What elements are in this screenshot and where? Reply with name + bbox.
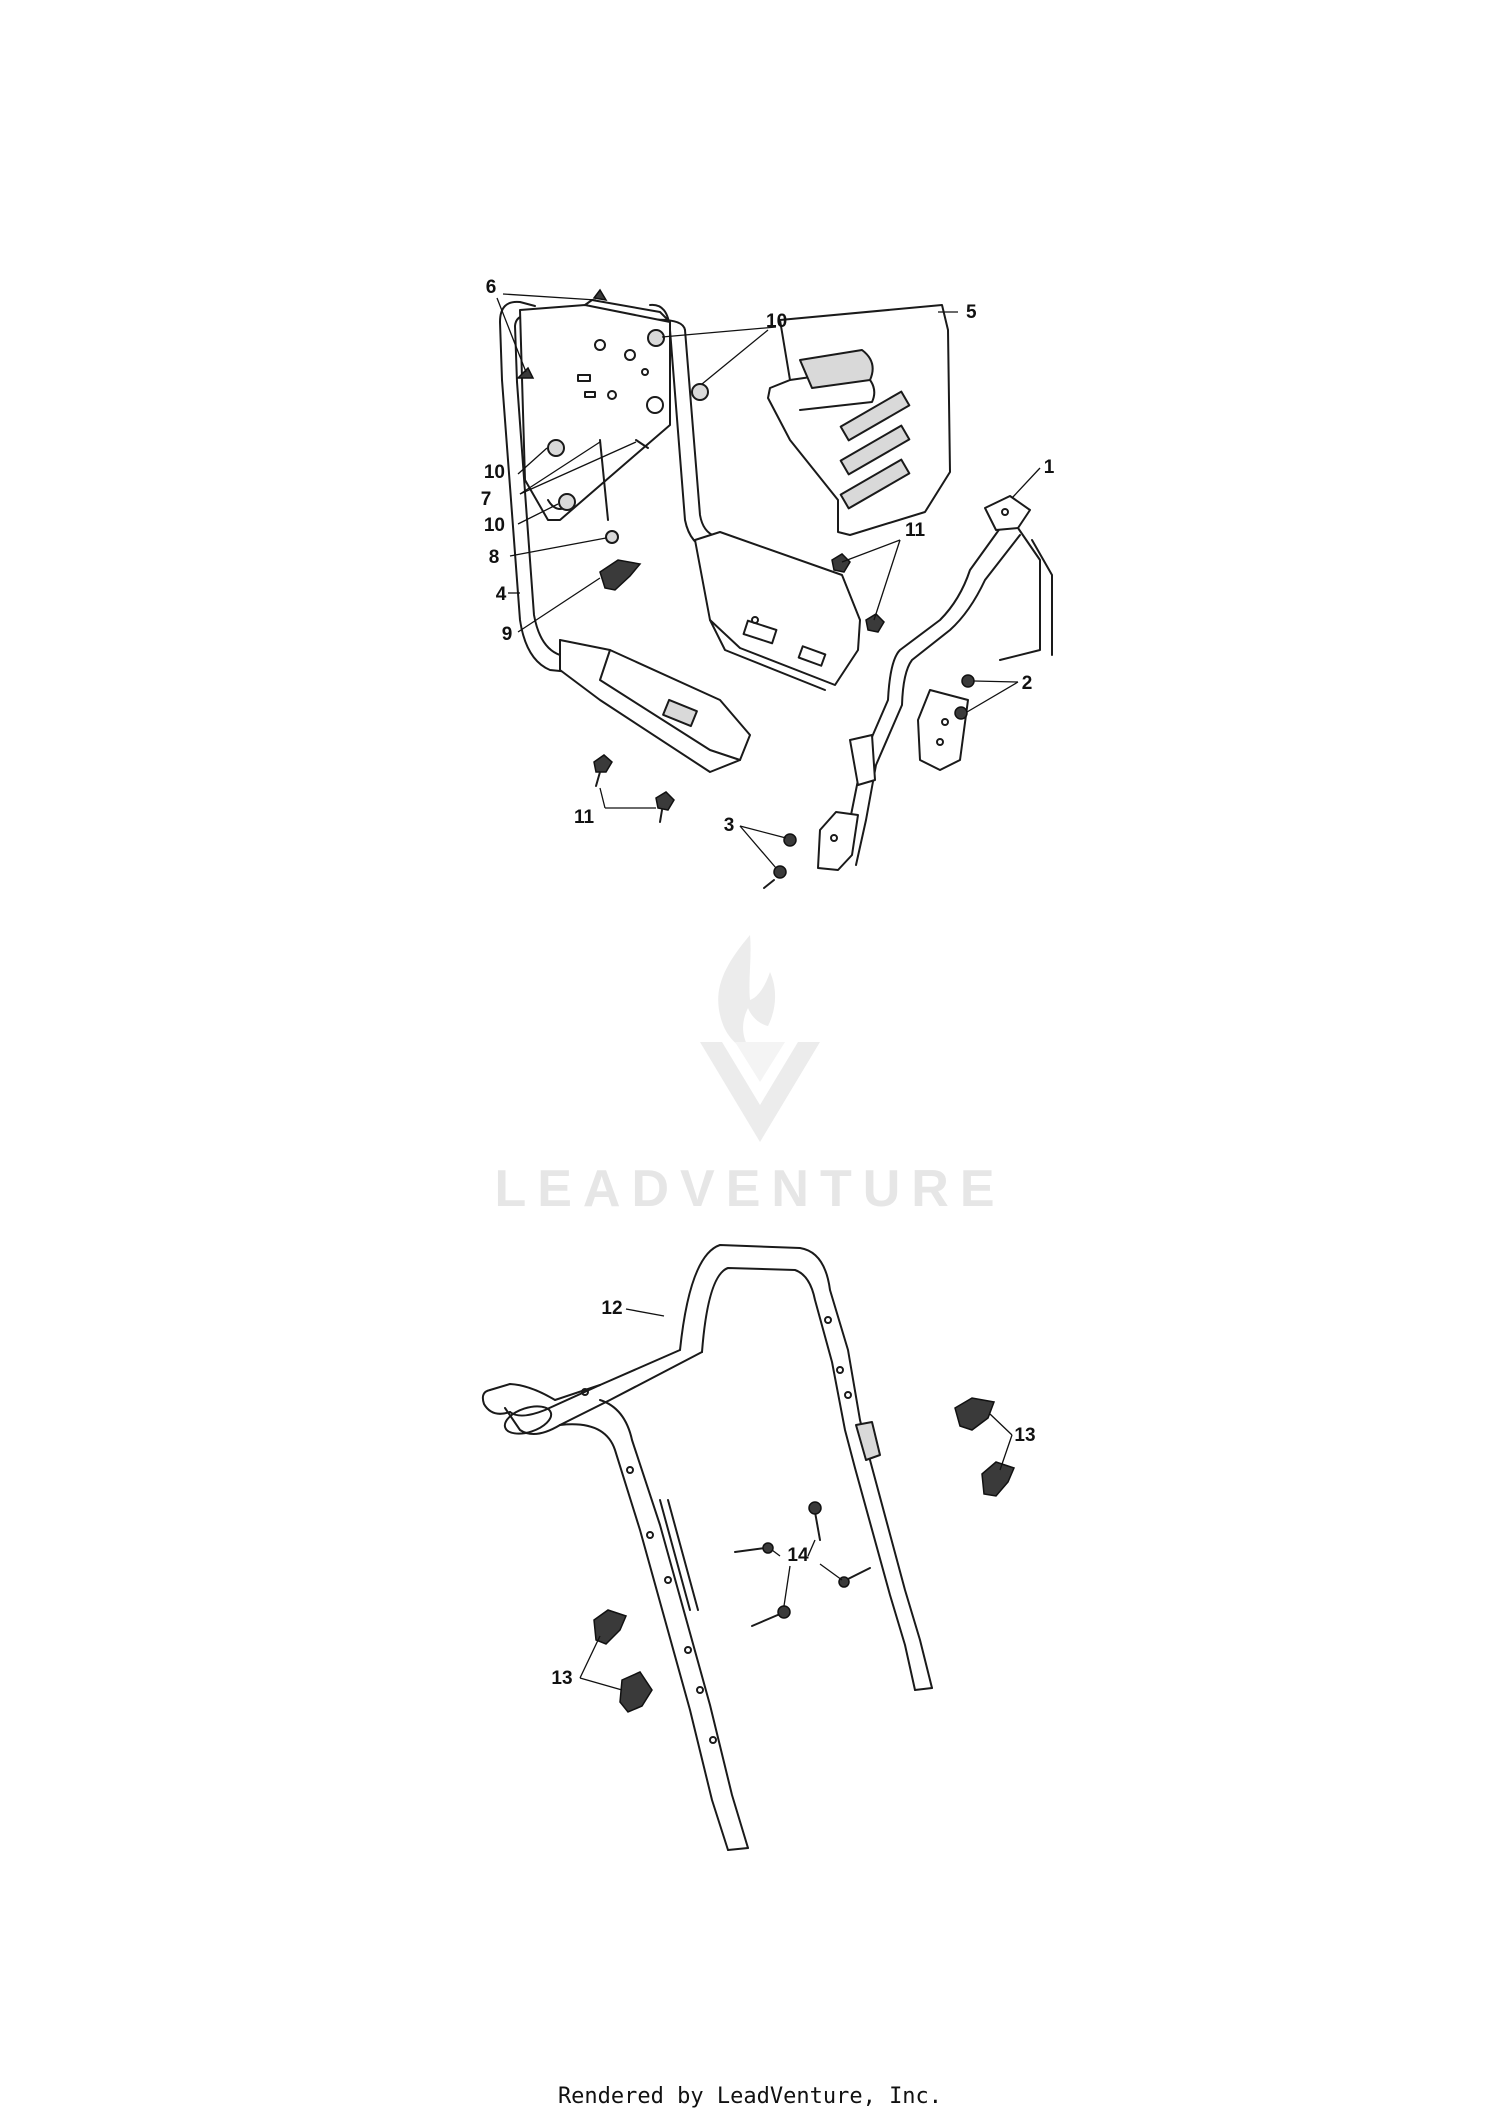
bolt-parts-7 (599, 439, 649, 521)
label-6: 6 (486, 277, 497, 298)
nut-parts-2 (954, 674, 975, 720)
label-12: 12 (601, 1298, 622, 1319)
flame-v-logo-icon (700, 935, 820, 1142)
label-13-left: 13 (551, 1668, 572, 1689)
label-13-right: 13 (1014, 1425, 1035, 1446)
label-14: 14 (787, 1545, 809, 1566)
lower-assembly: 12 13 14 13 (481, 1244, 1036, 1851)
bolt-parts-14 (734, 1501, 871, 1627)
label-9: 9 (502, 624, 513, 645)
label-10-top: 10 (766, 311, 787, 332)
plug-parts-10 (547, 329, 709, 511)
watermark-text: LEADVENTURE (494, 1160, 1005, 1218)
label-11-upper: 11 (905, 520, 926, 541)
nut-parts-3 (763, 833, 797, 889)
knob-parts-13-left (593, 1609, 653, 1713)
part-labels-upper: 6 10 5 10 7 10 8 4 9 1 11 2 11 3 (481, 277, 1055, 836)
knob-parts-13-right (954, 1397, 1016, 1497)
lower-bracket-left (559, 639, 751, 773)
lower-bracket-right (694, 531, 861, 691)
label-11-lower: 11 (574, 807, 595, 828)
label-5: 5 (966, 302, 977, 323)
label-2: 2 (1022, 673, 1033, 694)
watermark: LEADVENTURE (494, 935, 1005, 1218)
handle-tube-part-1 (839, 495, 1053, 866)
bracket-left-lower (817, 734, 876, 871)
control-panel-part-6 (516, 288, 671, 521)
label-3: 3 (724, 815, 735, 836)
upper-assembly: 6 10 5 10 7 10 8 4 9 1 11 2 11 3 (481, 277, 1055, 889)
leader-lines-lower (579, 1308, 1013, 1691)
part-labels-lower: 12 13 14 13 (551, 1298, 1035, 1689)
label-8: 8 (489, 547, 500, 568)
label-1: 1 (1044, 457, 1055, 478)
label-10-low: 10 (484, 515, 505, 536)
label-10-mid: 10 (484, 462, 505, 483)
knob-part-9 (599, 559, 642, 591)
label-7: 7 (481, 489, 492, 510)
cover-panel-part-5 (767, 304, 951, 536)
footer-credit: Rendered by LeadVenture, Inc. (557, 2084, 943, 2109)
leader-lines-upper (496, 293, 1041, 869)
bolt-parts-11 (593, 553, 885, 823)
upper-handle-part-12 (481, 1244, 933, 1851)
label-4: 4 (496, 584, 507, 605)
washer-part-8 (605, 530, 619, 544)
bracket-right-lower (917, 689, 969, 771)
